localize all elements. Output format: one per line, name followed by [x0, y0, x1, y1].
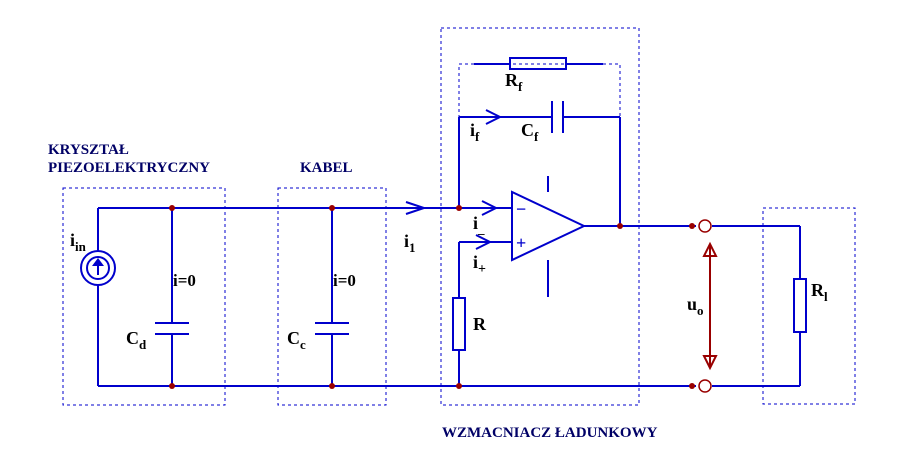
if-label: if — [470, 120, 480, 144]
opamp-minus-sign: − — [516, 199, 526, 219]
uo-label: uo — [687, 294, 704, 318]
crystal-label-line1: KRYSZTAŁ — [48, 142, 129, 158]
output-terminals — [698, 219, 712, 393]
i-in-label: iin — [70, 230, 87, 254]
cable-label: KABEL — [300, 160, 353, 176]
resistor-rl — [793, 278, 807, 333]
i-zero-cable-label: i=0 — [333, 271, 356, 290]
r-label: R — [473, 314, 487, 334]
i-plus-label: i+ — [473, 252, 486, 277]
output-voltage-arrow — [702, 241, 718, 371]
rl-label: Rl — [811, 280, 828, 304]
cf-label: Cf — [521, 120, 539, 144]
wires — [97, 63, 801, 387]
junction-nodes — [169, 205, 695, 389]
operational-amplifier: − + — [498, 190, 587, 262]
cd-label: Cd — [126, 328, 147, 352]
amplifier-box — [440, 27, 640, 406]
i-zero-crystal-label: i=0 — [173, 271, 196, 290]
i1-label: i1 — [404, 231, 416, 255]
amplifier-label: WZMACNIACZ ŁADUNKOWY — [442, 425, 658, 441]
resistor-r — [452, 297, 466, 351]
i-minus-label: i_ — [473, 213, 485, 236]
current-source — [80, 250, 116, 286]
capacitor-cf — [551, 101, 564, 133]
resistor-rf — [509, 57, 567, 70]
capacitor-cd — [155, 322, 189, 335]
cc-label: Cc — [287, 328, 306, 352]
feedback-inner-box — [458, 63, 621, 130]
crystal-box — [62, 187, 226, 406]
load-box — [762, 207, 856, 405]
rf-label: Rf — [505, 70, 523, 94]
current-arrows — [405, 109, 503, 250]
opamp-plus-sign: + — [516, 233, 526, 253]
cable-box — [277, 187, 387, 406]
crystal-label-line2: PIEZOELEKTRYCZNY — [48, 160, 210, 176]
capacitor-cc — [315, 322, 349, 335]
